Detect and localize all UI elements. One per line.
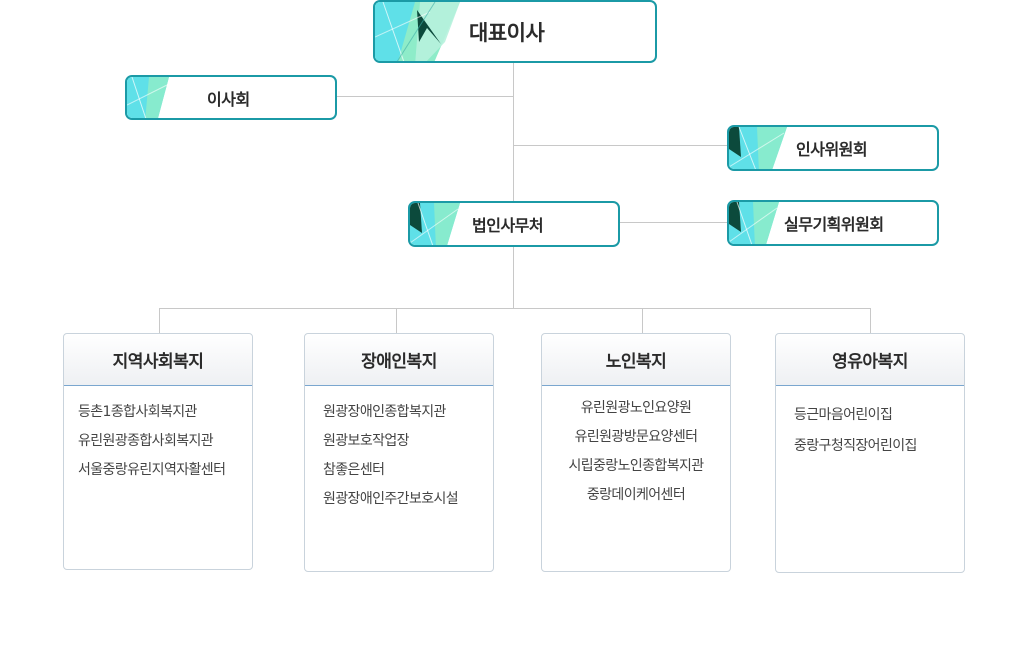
teal-geometric-icon bbox=[410, 203, 460, 245]
planning-committee-label: 실무기획위원회 bbox=[784, 215, 884, 234]
teal-geometric-icon bbox=[729, 202, 779, 244]
facility-item: 시립중랑노인종합복지관 bbox=[568, 458, 704, 474]
division-childcare-welfare: 영유아복지 등근마음어린이집 중랑구청직장어린이집 bbox=[775, 333, 965, 573]
board-label: 이사회 bbox=[207, 89, 250, 109]
facility-item: 원광장애인주간보호시설 bbox=[323, 491, 459, 507]
connector-trunk bbox=[513, 62, 514, 308]
division-title: 노인복지 bbox=[542, 334, 730, 386]
facility-item: 등근마음어린이집 bbox=[794, 407, 893, 423]
hr-committee-node: 인사위원회 bbox=[727, 125, 939, 171]
division-title: 영유아복지 bbox=[776, 334, 964, 386]
facility-item: 중랑구청직장어린이집 bbox=[794, 438, 917, 454]
connector-planning-committee bbox=[619, 222, 728, 223]
facility-item: 서울중랑유린지역자활센터 bbox=[78, 462, 226, 478]
ceo-label: 대표이사 bbox=[469, 20, 545, 45]
connector-horizontal bbox=[159, 308, 871, 309]
division-title: 장애인복지 bbox=[305, 334, 493, 386]
office-label: 법인사무처 bbox=[472, 216, 544, 235]
facility-item: 참좋은센터 bbox=[323, 462, 385, 478]
division-community-welfare: 지역사회복지 등촌1종합사회복지관 유린원광종합사회복지관 서울중랑유린지역자활… bbox=[63, 333, 253, 570]
facility-item: 유린원광방문요양센터 bbox=[574, 429, 698, 445]
board-node: 이사회 bbox=[125, 75, 337, 120]
facility-item: 원광보호작업장 bbox=[323, 433, 410, 449]
facility-item: 유린원광종합사회복지관 bbox=[78, 433, 214, 449]
division-title: 지역사회복지 bbox=[64, 334, 252, 386]
division-elderly-welfare: 노인복지 유린원광노인요양원 유린원광방문요양센터 시립중랑노인종합복지관 중랑… bbox=[541, 333, 731, 572]
teal-geometric-icon bbox=[127, 77, 169, 118]
facility-item: 원광장애인종합복지관 bbox=[323, 404, 446, 420]
connector-division-2 bbox=[396, 308, 397, 334]
teal-geometric-icon bbox=[729, 127, 787, 169]
connector-board bbox=[336, 96, 513, 97]
facility-item: 등촌1종합사회복지관 bbox=[78, 404, 197, 420]
division-disability-welfare: 장애인복지 원광장애인종합복지관 원광보호작업장 참좋은센터 원광장애인주간보호… bbox=[304, 333, 494, 572]
office-node: 법인사무처 bbox=[408, 201, 620, 247]
connector-hr-committee bbox=[513, 145, 728, 146]
connector-division-1 bbox=[159, 308, 160, 334]
connector-division-3 bbox=[642, 308, 643, 334]
facility-item: 유린원광노인요양원 bbox=[580, 400, 692, 416]
planning-committee-node: 실무기획위원회 bbox=[727, 200, 939, 246]
ceo-node: 대표이사 bbox=[373, 0, 657, 63]
connector-division-4 bbox=[870, 308, 871, 334]
facility-item: 중랑데이케어센터 bbox=[586, 487, 686, 503]
hr-committee-label: 인사위원회 bbox=[796, 140, 868, 159]
teal-geometric-icon bbox=[375, 2, 460, 61]
